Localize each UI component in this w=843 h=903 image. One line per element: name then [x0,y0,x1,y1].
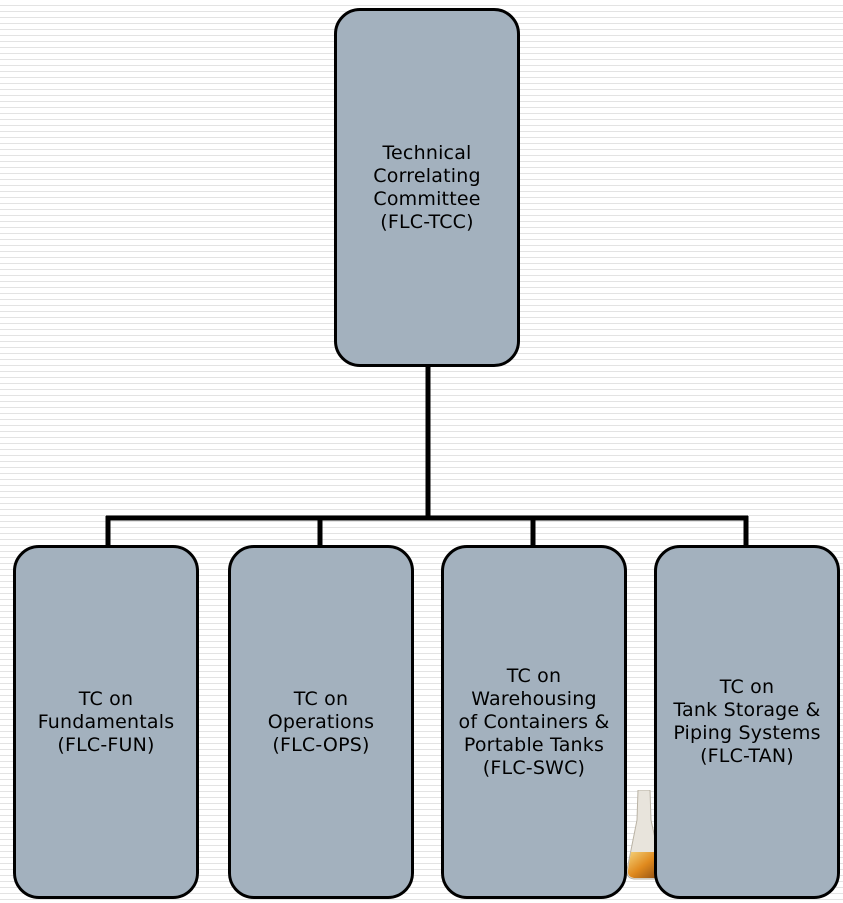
node-tcc: Technical Correlating Committee (FLC-TCC… [334,8,520,367]
node-swc: TC on Warehousing of Containers & Portab… [441,545,627,899]
node-fun: TC on Fundamentals (FLC-FUN) [13,545,199,899]
node-ops: TC on Operations (FLC-OPS) [228,545,414,899]
node-tan: TC on Tank Storage & Piping Systems (FLC… [654,545,840,899]
